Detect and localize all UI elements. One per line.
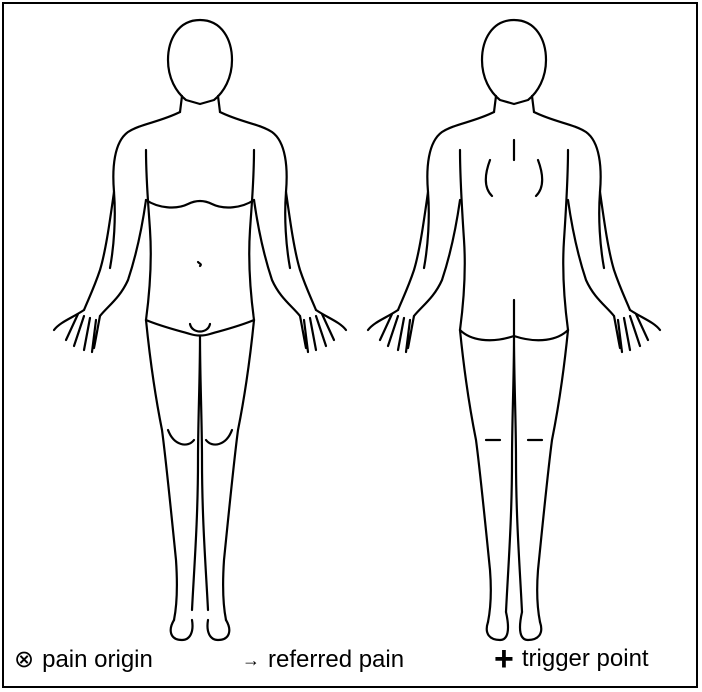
front-body-figure — [54, 20, 346, 640]
front-chest-line — [146, 200, 254, 207]
plus-icon: + — [494, 642, 514, 676]
circled-times-icon: ⊗ — [14, 648, 34, 672]
front-left-hand — [54, 310, 100, 352]
back-left-hand — [368, 310, 414, 352]
back-scapulae — [486, 160, 543, 196]
arrow-right-icon: → — [242, 651, 260, 669]
legend-label-pain-origin: pain origin — [42, 646, 153, 674]
back-legs — [460, 330, 568, 622]
legend-item-trigger-point: + trigger point — [494, 642, 649, 676]
front-knees — [168, 430, 232, 445]
front-groin — [146, 320, 254, 336]
back-heels — [487, 612, 542, 640]
front-feet — [171, 620, 230, 640]
front-head — [168, 20, 232, 104]
back-head — [482, 20, 546, 104]
legend-item-referred-pain: → referred pain — [242, 646, 404, 674]
front-right-hand — [300, 310, 346, 352]
front-legs — [146, 320, 254, 620]
front-navel — [198, 262, 201, 266]
legend: ⊗ pain origin → referred pain + trigger … — [14, 646, 694, 682]
legend-label-referred-pain: referred pain — [268, 646, 404, 674]
back-right-hand — [614, 310, 660, 352]
legend-label-trigger-point: trigger point — [522, 645, 649, 673]
front-groin-curve — [190, 324, 210, 332]
back-body-figure — [368, 20, 660, 640]
legend-item-pain-origin: ⊗ pain origin — [14, 646, 153, 674]
front-torso-sides — [146, 150, 254, 320]
